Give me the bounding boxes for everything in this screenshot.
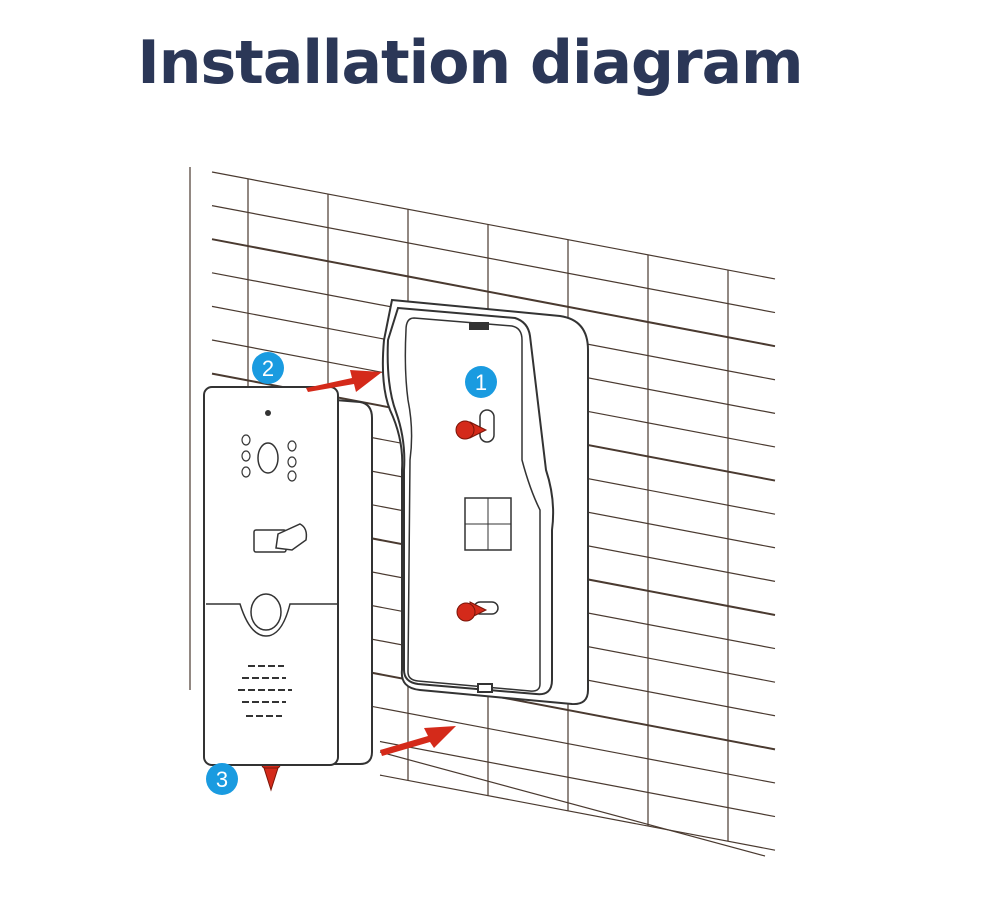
brick-course-line (211, 171, 776, 280)
brick-course-line (211, 238, 776, 348)
step-2-badge: 2 (252, 352, 284, 384)
brick-course-line (379, 740, 776, 818)
screw-icon (456, 601, 488, 622)
speaker-grille (238, 665, 292, 717)
wall-bottom-edge (379, 751, 766, 857)
arrow-icon (306, 370, 382, 392)
brick-course-line (379, 774, 776, 851)
arrow-icon (380, 726, 456, 756)
mounting-bracket (381, 298, 589, 706)
screw-icon (455, 420, 488, 440)
step-3-label: 3 (216, 767, 228, 792)
brick-course-line (211, 205, 776, 314)
step-2-label: 2 (262, 356, 274, 381)
page-title: Installation diagram (137, 28, 803, 98)
step-1-label: 1 (475, 370, 487, 395)
door-station-panel (203, 386, 373, 766)
rfid-card-icon (253, 523, 308, 553)
step-1-badge: 1 (465, 366, 497, 398)
step-3-badge: 3 (206, 763, 238, 795)
